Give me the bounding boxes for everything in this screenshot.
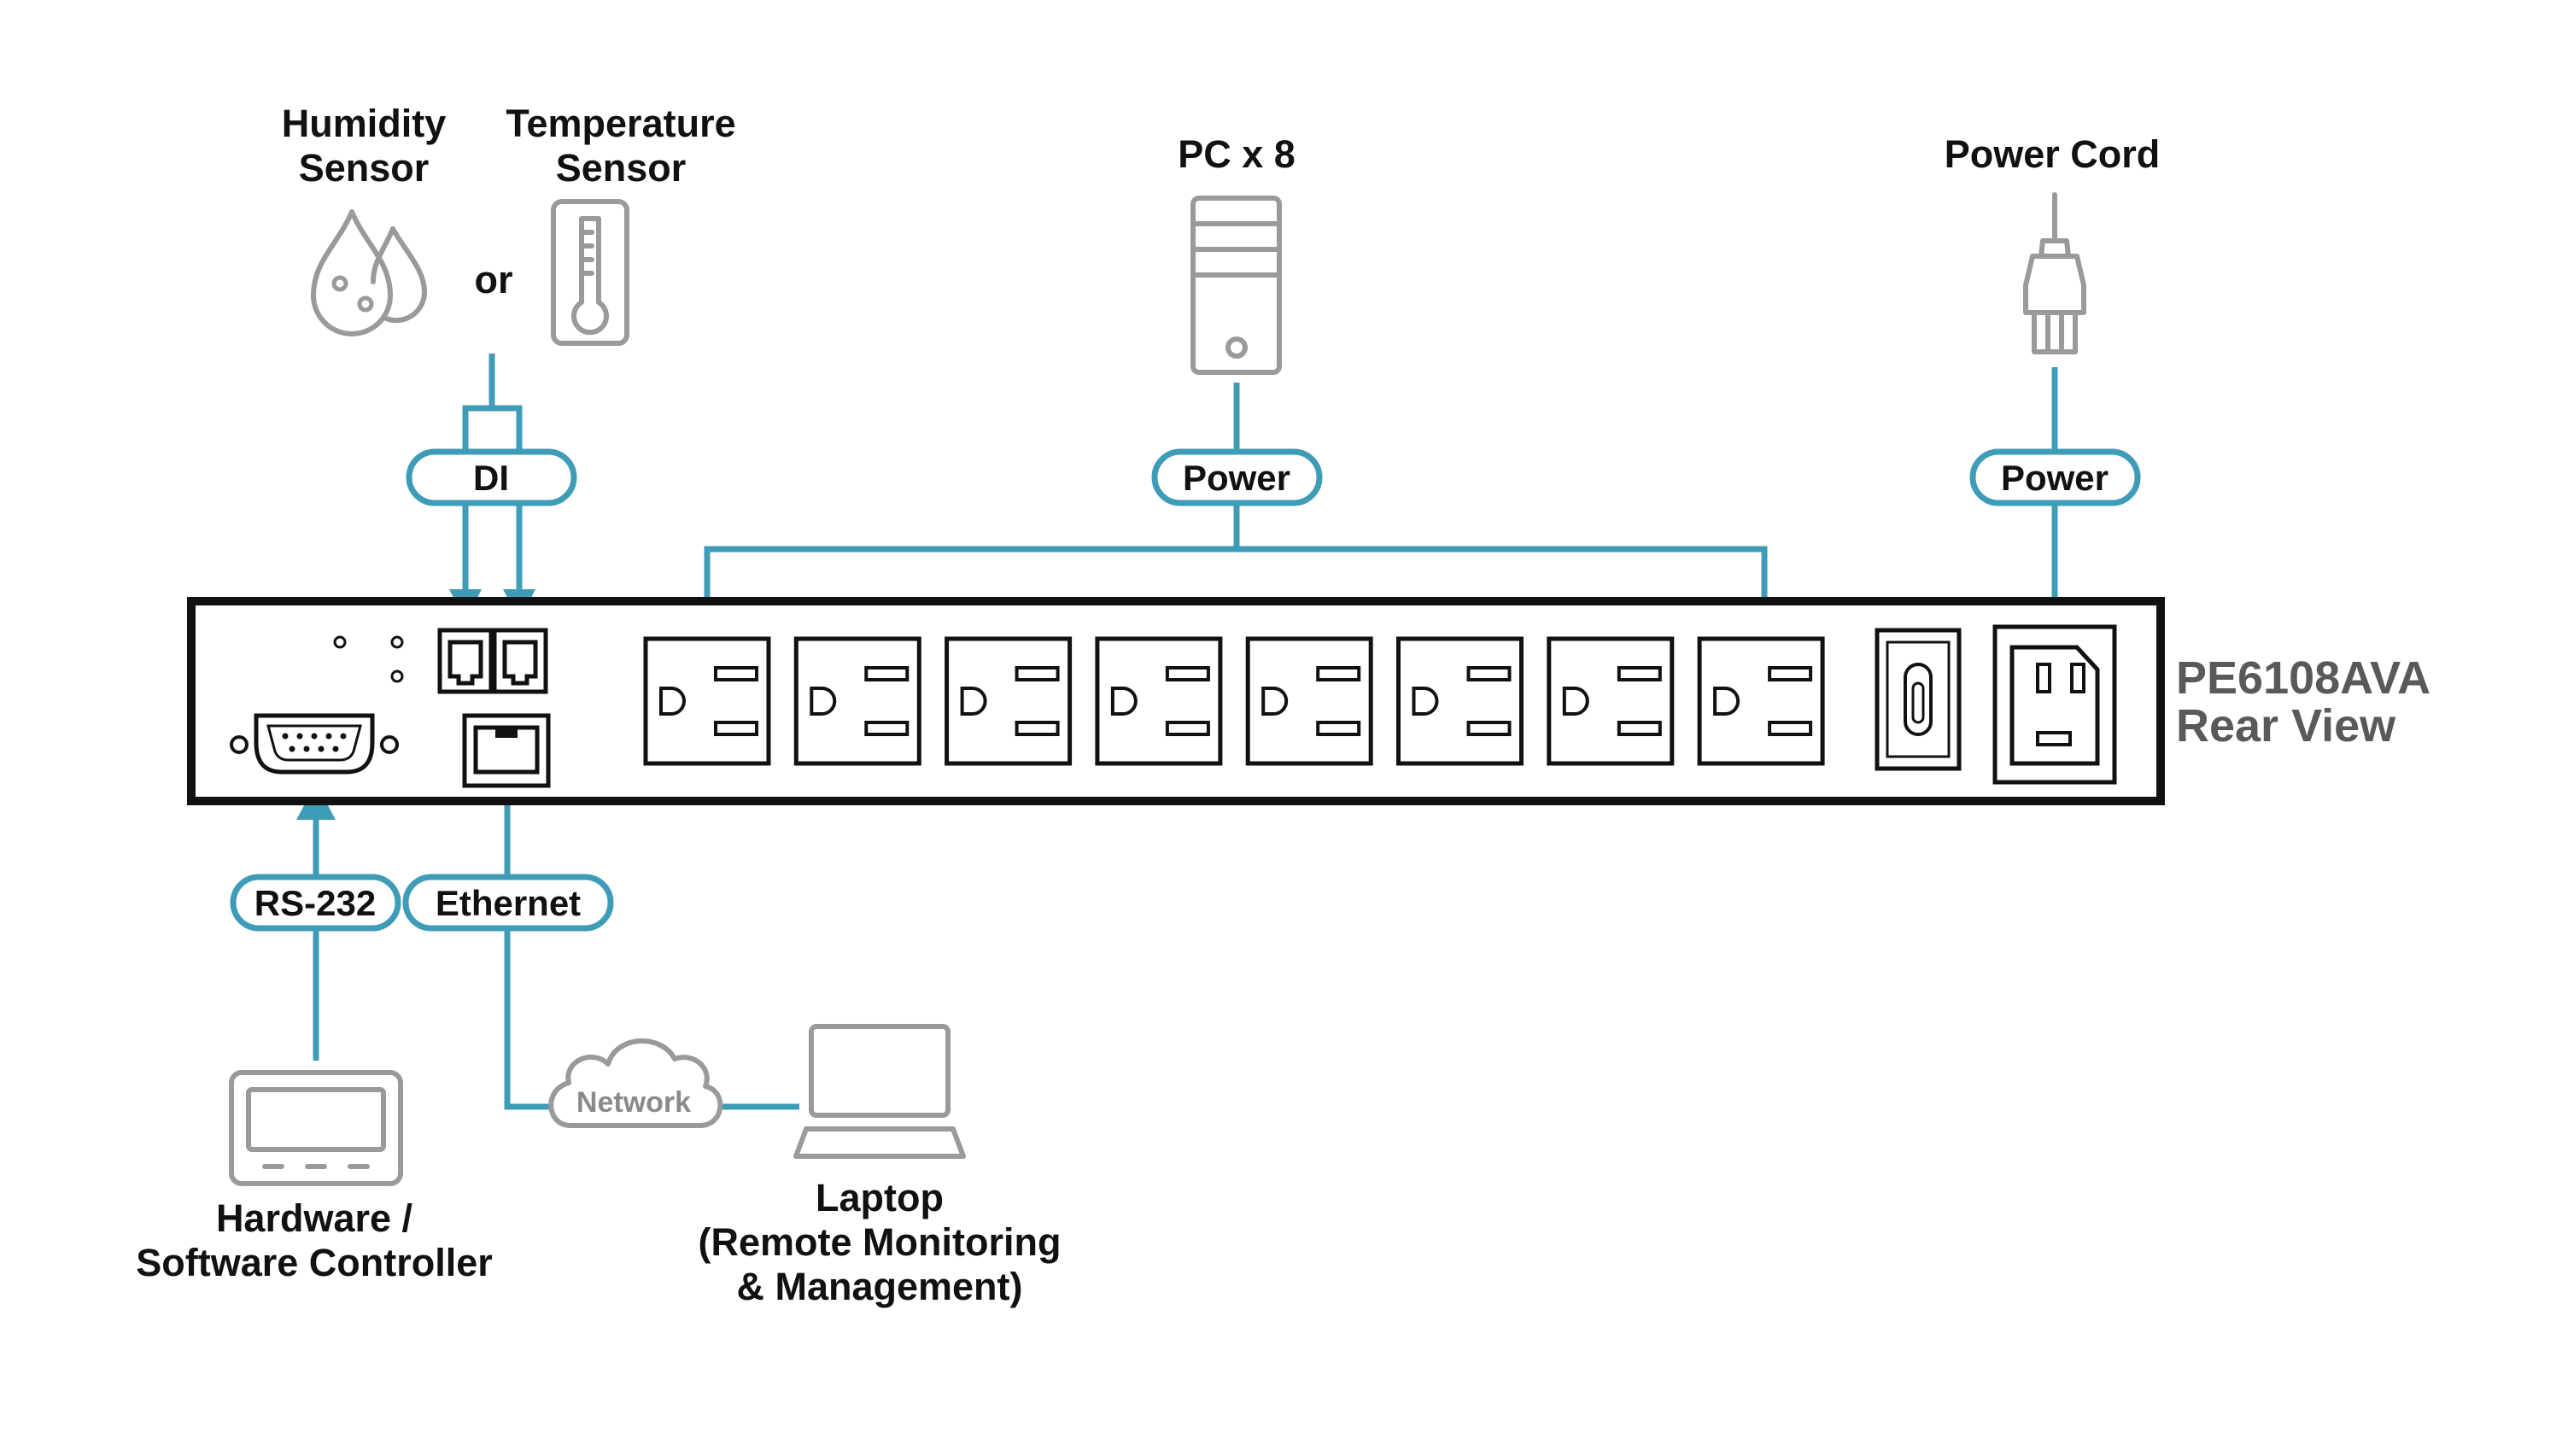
di-split-wire	[462, 405, 523, 454]
thermometer-icon	[551, 199, 629, 346]
controller-label-1: Hardware /	[216, 1196, 413, 1240]
ethernet-port	[462, 713, 551, 788]
temperature-sensor-label-1: Temperature	[506, 102, 735, 145]
controller-label-2: Software Controller	[136, 1241, 493, 1284]
power-outlet-5	[1245, 636, 1373, 766]
di-port-1	[437, 628, 494, 694]
laptop-label-2: (Remote Monitoring	[699, 1220, 1062, 1264]
power-outlet-6	[1396, 636, 1524, 766]
laptop-label-3: & Management)	[736, 1265, 1022, 1308]
outlet-power-label: Power	[1183, 458, 1290, 498]
status-leds	[333, 635, 404, 683]
power-plug-icon	[2023, 192, 2086, 354]
pc-tower-icon	[1190, 196, 1282, 375]
di-port-2	[492, 628, 548, 694]
power-outlet-3	[945, 636, 1073, 766]
temperature-sensor-label-2: Sensor	[556, 146, 687, 190]
inlet-power-pill: Power	[1969, 448, 2141, 506]
or-label: or	[475, 258, 513, 301]
power-outlets	[643, 636, 1825, 766]
ethernet-wire	[504, 790, 555, 1110]
view-name: Rear View	[2176, 700, 2396, 751]
cloud-icon: Network	[548, 1038, 723, 1128]
power-outlet-4	[1095, 636, 1223, 766]
power-outlet-8	[1697, 636, 1825, 766]
laptop-label-1: Laptop	[816, 1176, 944, 1219]
rs232-port	[230, 713, 399, 775]
ethernet-pill: Ethernet	[402, 874, 614, 932]
ethernet-label: Ethernet	[436, 883, 581, 923]
humidity-sensor-label-2: Sensor	[299, 146, 430, 190]
power-outlet-7	[1547, 636, 1675, 766]
laptop-icon	[793, 1024, 966, 1159]
humidity-sensor-label-1: Humidity	[282, 102, 447, 145]
power-cord-label: Power Cord	[1945, 132, 2161, 176]
rs232-pill: RS-232	[230, 874, 401, 932]
pdu-rear-panel	[187, 597, 2165, 805]
di-label: DI	[473, 458, 509, 498]
power-switch	[1875, 628, 1962, 771]
power-inlet	[1992, 624, 2117, 785]
rs232-label: RS-232	[254, 883, 376, 923]
power-outlet-1	[643, 636, 771, 766]
humidity-drops-icon	[311, 209, 428, 336]
model-name: PE6108AVA	[2176, 652, 2430, 704]
inlet-power-label: Power	[2001, 458, 2109, 498]
power-outlet-2	[793, 636, 921, 766]
outlet-bus-wire	[704, 546, 1768, 629]
outlet-power-pill: Power	[1151, 448, 1323, 506]
network-label: Network	[576, 1086, 691, 1119]
monitor-icon	[229, 1070, 403, 1186]
pc-label: PC x 8	[1178, 132, 1296, 176]
di-pill: DI	[406, 448, 577, 506]
